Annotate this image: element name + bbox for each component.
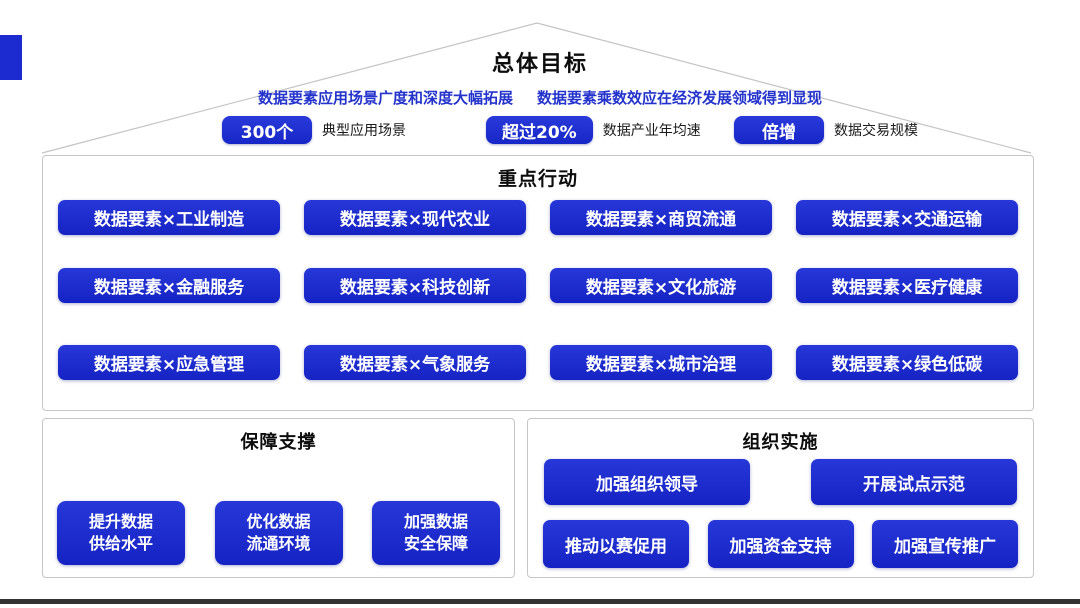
badge-label-application-scenes: 典型应用场景	[322, 123, 406, 139]
action-culture-tourism: 数据要素×文化旅游	[550, 268, 772, 303]
action-meteorological-services: 数据要素×气象服务	[304, 345, 526, 380]
support-row: 提升数据 供给水平 优化数据 流通环境 加强数据 安全保障	[43, 501, 514, 565]
action-tech-innovation: 数据要素×科技创新	[304, 268, 526, 303]
action-commerce-circulation: 数据要素×商贸流通	[550, 200, 772, 235]
action-industrial-manufacturing: 数据要素×工业制造	[58, 200, 280, 235]
action-transportation: 数据要素×交通运输	[796, 200, 1018, 235]
organization-box: 组织实施 加强组织领导 开展试点示范 推动以赛促用 加强资金支持 加强宣传推广	[527, 418, 1034, 578]
bottom-bar	[0, 599, 1080, 604]
org-strengthen-leadership: 加强组织领导	[544, 459, 750, 505]
key-actions-title: 重点行动	[497, 168, 578, 190]
support-security-line2: 安全保障	[403, 534, 468, 553]
org-publicity-promotion: 加强宣传推广	[872, 520, 1018, 568]
action-medical-health: 数据要素×医疗健康	[796, 268, 1018, 303]
support-circulation-line2: 流通环境	[246, 534, 311, 553]
goal-subtitle-left: 数据要素应用场景广度和深度大幅拓展	[257, 89, 513, 107]
overall-goal-title: 总体目标	[491, 52, 588, 77]
organization-row-2: 推动以赛促用 加强资金支持 加强宣传推广	[528, 520, 1033, 568]
key-actions-row-2: 数据要素×金融服务 数据要素×科技创新 数据要素×文化旅游 数据要素×医疗健康	[43, 268, 1033, 303]
action-financial-services: 数据要素×金融服务	[58, 268, 280, 303]
accent-square	[0, 35, 22, 80]
org-competition-promotion: 推动以赛促用	[543, 520, 689, 568]
org-pilot-demonstration: 开展试点示范	[811, 459, 1017, 505]
key-actions-row-3: 数据要素×应急管理 数据要素×气象服务 数据要素×城市治理 数据要素×绿色低碳	[43, 345, 1033, 380]
support-data-supply-line2: 供给水平	[88, 534, 153, 553]
action-urban-governance: 数据要素×城市治理	[550, 345, 772, 380]
goal-subtitle-right: 数据要素乘数效应在经济发展领域得到显现	[537, 89, 823, 107]
badge-industry-growth: 超过20% 数据产业年均速	[486, 116, 701, 144]
org-funding-support: 加强资金支持	[707, 520, 854, 568]
badge-application-scenes: 300个 典型应用场景	[222, 116, 406, 144]
support-data-supply-line1: 提升数据	[88, 512, 153, 532]
badge-pill-300: 300个	[222, 116, 312, 144]
support-title: 保障支撑	[240, 432, 317, 453]
support-circulation-line1: 优化数据	[246, 512, 311, 532]
action-emergency-management: 数据要素×应急管理	[58, 345, 280, 380]
badge-label-trade-scale: 数据交易规模	[834, 123, 918, 139]
support-circulation-environment: 优化数据 流通环境	[214, 501, 343, 565]
badge-pill-20pct: 超过20%	[486, 116, 593, 144]
badge-label-industry-growth: 数据产业年均速	[602, 123, 701, 139]
organization-title: 组织实施	[742, 432, 819, 453]
key-actions-row-1: 数据要素×工业制造 数据要素×现代农业 数据要素×商贸流通 数据要素×交通运输	[43, 200, 1033, 235]
support-box: 保障支撑 提升数据 供给水平 优化数据 流通环境 加强数据 安全保障	[42, 418, 515, 578]
key-actions-box: 重点行动 数据要素×工业制造 数据要素×现代农业 数据要素×商贸流通 数据要素×…	[42, 155, 1034, 411]
support-security-line1: 加强数据	[403, 512, 468, 532]
goal-subtitles: 数据要素应用场景广度和深度大幅拓展 数据要素乘数效应在经济发展领域得到显现	[0, 87, 1080, 108]
organization-row-1: 加强组织领导 开展试点示范	[528, 459, 1033, 505]
action-green-lowcarbon: 数据要素×绿色低碳	[796, 345, 1018, 380]
badge-pill-double: 倍增	[734, 116, 824, 144]
support-data-security: 加强数据 安全保障	[372, 501, 500, 565]
action-modern-agriculture: 数据要素×现代农业	[304, 200, 526, 235]
support-data-supply: 提升数据 供给水平	[57, 501, 185, 565]
badge-trade-scale: 倍增 数据交易规模	[734, 116, 918, 144]
